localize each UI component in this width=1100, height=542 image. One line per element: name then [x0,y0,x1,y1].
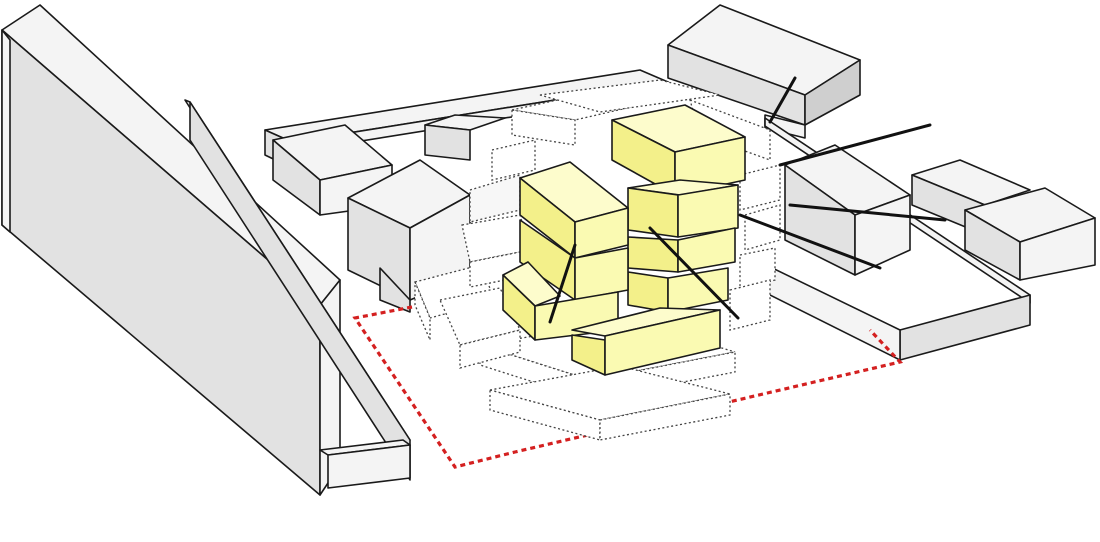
highlighted-volumes [502,104,746,376]
sight-lines [548,76,947,324]
highlight-block-bottom [571,307,721,376]
rear-small-building [424,114,506,161]
highlight-block-mid-right [627,179,739,238]
right-top-building [667,4,861,139]
long-barn [1,4,341,496]
site-boundary [352,305,904,469]
highlight-block-top-left [519,161,629,259]
right-gable-building [784,144,911,276]
barn-side-wall [184,99,411,489]
right-far-buildings [911,159,1096,281]
